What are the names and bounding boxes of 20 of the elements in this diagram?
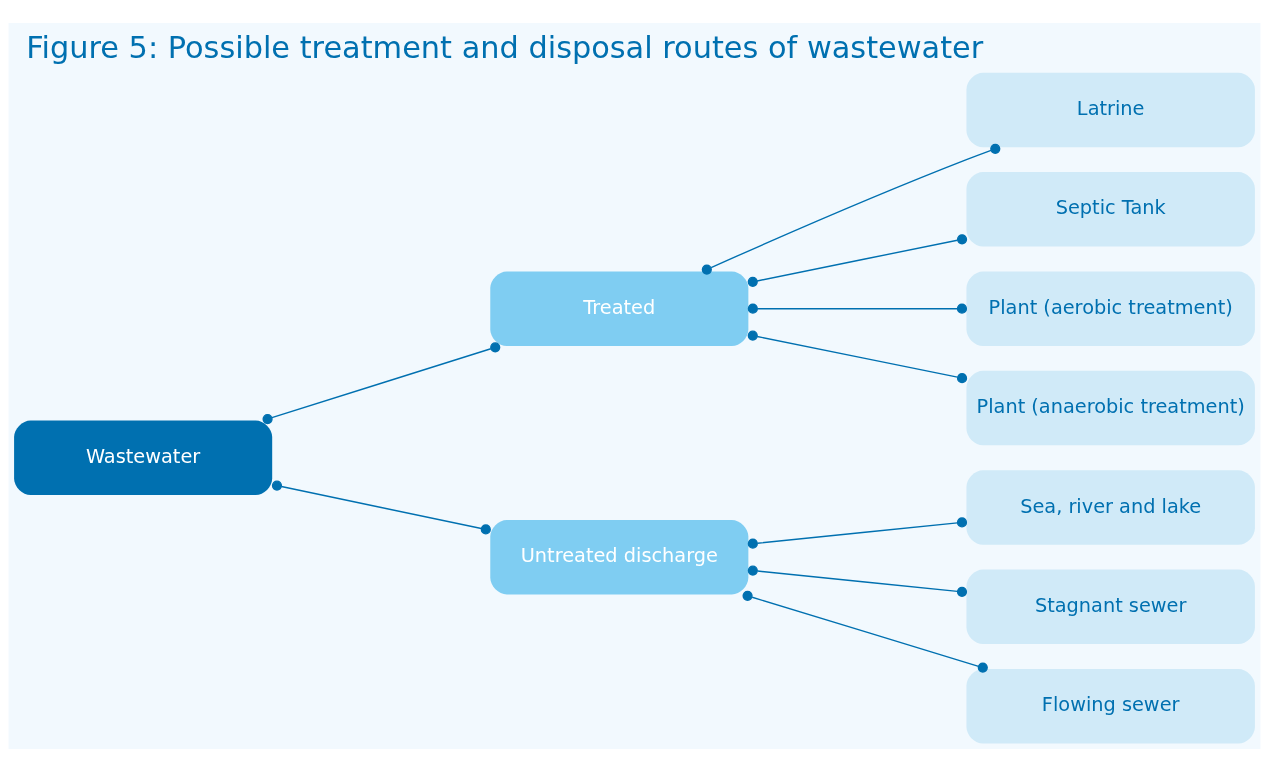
connector [742,590,988,673]
connector [701,143,1001,275]
connector [747,233,968,287]
node-box: Stagnant sewer [966,569,1255,644]
diagram-title: Figure 5: Possible treatment and disposal routes of wastewater [26,29,984,65]
node-box: Plant (anaerobic treatment) [966,370,1255,445]
connector [747,329,968,383]
node-box: Sea, river and lake [966,469,1255,545]
connector [271,479,491,535]
connector [262,341,501,424]
connector [747,516,968,549]
node-box: Latrine [966,72,1255,147]
node-box: Wastewater [14,420,273,495]
node-box: Untreated discharge [490,519,749,594]
node-box: Treated [490,270,749,346]
connector [747,303,968,314]
connector [747,564,968,597]
node-box: Flowing sewer [966,668,1255,743]
node-box: Plant (aerobic treatment) [966,270,1255,346]
node-box: Septic Tank [966,171,1255,247]
